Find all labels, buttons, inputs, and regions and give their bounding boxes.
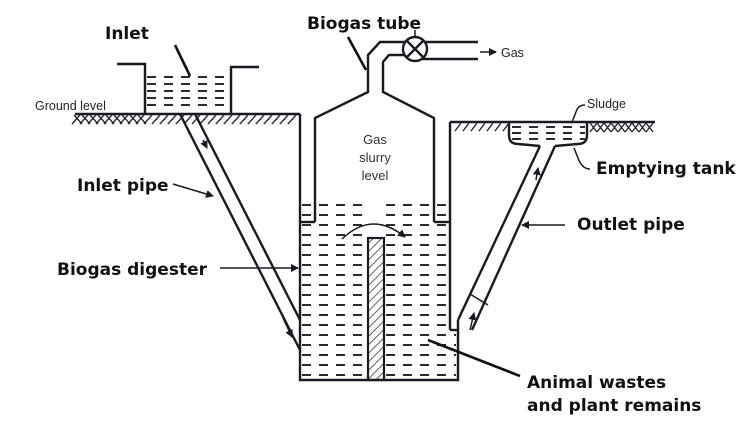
hatch-mark <box>603 122 612 133</box>
hatch-mark <box>470 122 478 132</box>
hatch-mark <box>617 122 626 133</box>
hatch-mark <box>207 114 217 125</box>
hatch-mark <box>191 114 201 125</box>
label-emptying-tank: Emptying tank <box>596 159 736 179</box>
hatch-mark <box>135 114 145 125</box>
hatch-mark <box>119 114 129 125</box>
hatch-mark <box>127 114 137 125</box>
partition-wall <box>366 236 386 382</box>
hatch-mark <box>263 114 273 125</box>
label-outlet-pipe: Outlet pipe <box>577 215 685 235</box>
inlet-tank <box>117 62 259 114</box>
hatch-mark <box>596 122 605 133</box>
hatch-mark <box>247 114 257 125</box>
hatch-mark <box>638 122 647 133</box>
label-biogas-digester: Biogas digester <box>57 260 208 280</box>
hatch-mark <box>610 122 619 133</box>
hatch-mark <box>486 122 494 132</box>
label-sludge: Sludge <box>587 97 626 111</box>
hatch-mark <box>287 114 297 125</box>
hatch-mark <box>631 122 640 133</box>
leader-inlet-pipe <box>172 183 214 198</box>
hatch-mark <box>223 114 233 125</box>
label-gas-slurry-level-1: Gas <box>363 132 387 147</box>
label-gas-out: Gas <box>501 46 524 60</box>
gas-dome <box>300 40 450 224</box>
hatch-mark <box>255 114 265 125</box>
hatch-mark <box>231 114 241 125</box>
emptying-tank <box>507 122 589 148</box>
hatch-mark <box>624 122 633 133</box>
hatch-mark <box>71 114 81 125</box>
hatch-mark <box>279 114 289 125</box>
hatch-mark <box>478 122 486 132</box>
digester-slurry <box>302 204 456 376</box>
hatch-mark <box>215 114 225 125</box>
hatch-mark <box>454 122 462 132</box>
leader-emptying-tank <box>573 147 591 170</box>
hatch-mark <box>645 122 654 133</box>
label-inlet: Inlet <box>105 24 149 44</box>
label-gas-slurry-level-3: level <box>362 168 389 183</box>
label-biogas-tube: Biogas tube <box>307 14 421 34</box>
leader-inlet <box>173 44 192 77</box>
hatch-mark <box>159 114 169 125</box>
flow-arc <box>341 223 406 240</box>
hatch-mark <box>111 114 121 125</box>
ground-right <box>450 120 655 133</box>
hatch-mark <box>462 122 470 132</box>
hatch-mark <box>239 114 249 125</box>
hatch-mark <box>151 114 161 125</box>
hatch-mark <box>143 114 153 125</box>
label-animal-wastes-2: and plant remains <box>527 396 701 416</box>
ground-left <box>71 112 300 125</box>
leader-biogas-tube <box>346 36 368 71</box>
hatch-mark <box>87 114 97 125</box>
label-animal-wastes-1: Animal wastes <box>527 373 666 393</box>
hatch-mark <box>79 114 89 125</box>
label-gas-slurry-level-2: slurry <box>359 150 391 165</box>
hatch-mark <box>199 114 209 125</box>
leader-sludge <box>571 104 586 123</box>
label-inlet-pipe: Inlet pipe <box>77 176 169 196</box>
hatch-mark <box>175 114 185 125</box>
outlet-pipe <box>450 145 557 332</box>
valve <box>401 30 478 63</box>
hatch-mark <box>494 122 502 132</box>
hatch-mark <box>589 122 598 133</box>
hatch-mark <box>271 114 281 125</box>
inlet-pipe <box>178 113 302 351</box>
hatch-mark <box>167 114 177 125</box>
leader-animal-wastes <box>427 338 521 378</box>
label-ground-level: Ground level <box>35 99 106 113</box>
hatch-mark <box>103 114 113 125</box>
hatch-mark <box>95 114 105 125</box>
